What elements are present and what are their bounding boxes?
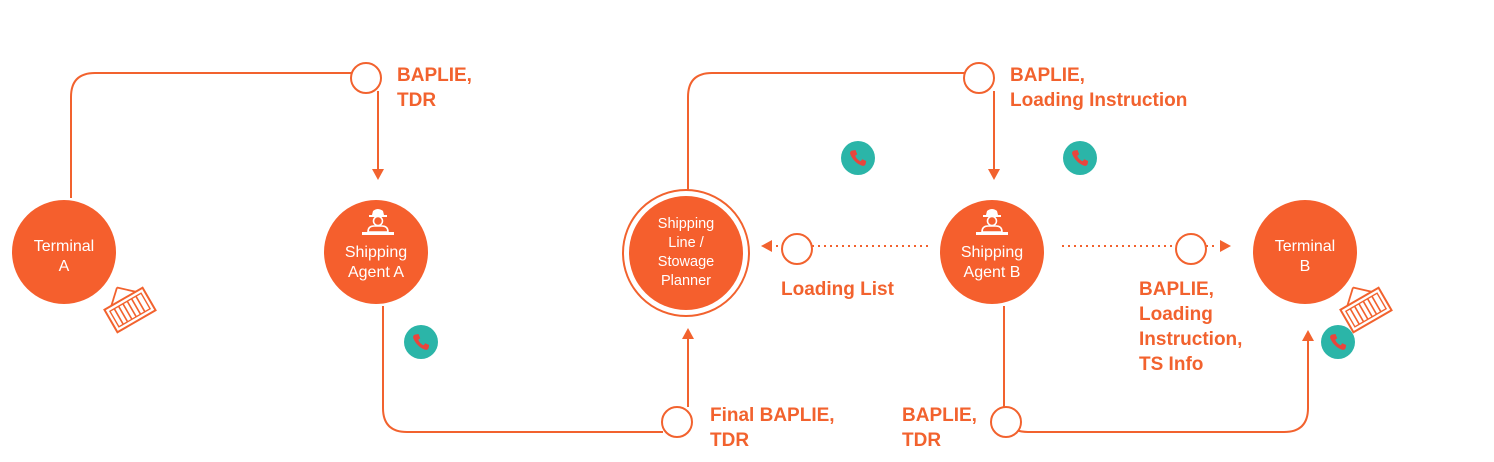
node-label-shipping-agent-b: Shipping Agent B bbox=[960, 244, 1024, 281]
edge-marker-circle bbox=[350, 62, 382, 94]
arrowhead-down-agent-b bbox=[988, 169, 1000, 180]
phone-icon bbox=[1321, 325, 1355, 359]
edge-label-final-baplie-tdr: Final BAPLIE, TDR bbox=[710, 405, 835, 451]
edge-agent-a-to-line bbox=[382, 306, 663, 433]
node-terminal-b bbox=[1253, 200, 1357, 304]
edge-marker-circle bbox=[990, 406, 1022, 438]
arrowhead-left-line bbox=[761, 240, 772, 252]
node-shipping-agent-b bbox=[940, 200, 1044, 304]
node-shipping-agent-a bbox=[324, 200, 428, 304]
arrowhead-up-line bbox=[682, 328, 694, 339]
node-label-terminal-a: Terminal A bbox=[33, 238, 95, 275]
edge-label-baplie-tdr-a: BAPLIE, TDR bbox=[397, 65, 472, 111]
phone-icon bbox=[1063, 141, 1097, 175]
edge-marker-circle bbox=[781, 233, 813, 265]
edge-line-to-agent-b bbox=[687, 72, 964, 190]
node-label-shipping-line: Shipping Line / Stowage Planner bbox=[657, 216, 715, 289]
edge-marker-circle bbox=[963, 62, 995, 94]
node-terminal-a bbox=[12, 200, 116, 304]
node-shipping-line bbox=[629, 196, 743, 310]
phone-icon bbox=[404, 325, 438, 359]
edge-marker-circle bbox=[661, 406, 693, 438]
arrowhead-up-terminal-b bbox=[1302, 330, 1314, 341]
edge-terminal-a-to-agent-a bbox=[70, 72, 352, 198]
shipping-container-icon bbox=[96, 275, 157, 334]
node-label-terminal-b: Terminal B bbox=[1274, 238, 1336, 275]
edge-label-baplie-loading-instruction: BAPLIE, Loading Instruction bbox=[1010, 65, 1188, 111]
arrowhead-down-agent-a bbox=[372, 169, 384, 180]
edge-marker-circle bbox=[1175, 233, 1207, 265]
phone-icon bbox=[841, 141, 875, 175]
edge-label-baplie-ts-info: BAPLIE, Loading Instruction, TS Info bbox=[1139, 279, 1243, 375]
arrowhead-right-terminal-b bbox=[1220, 240, 1231, 252]
edge-label-baplie-tdr-b: BAPLIE, TDR bbox=[902, 405, 977, 451]
edge-label-loading-list: Loading List bbox=[781, 279, 894, 300]
node-label-shipping-agent-a: Shipping Agent A bbox=[344, 244, 408, 281]
